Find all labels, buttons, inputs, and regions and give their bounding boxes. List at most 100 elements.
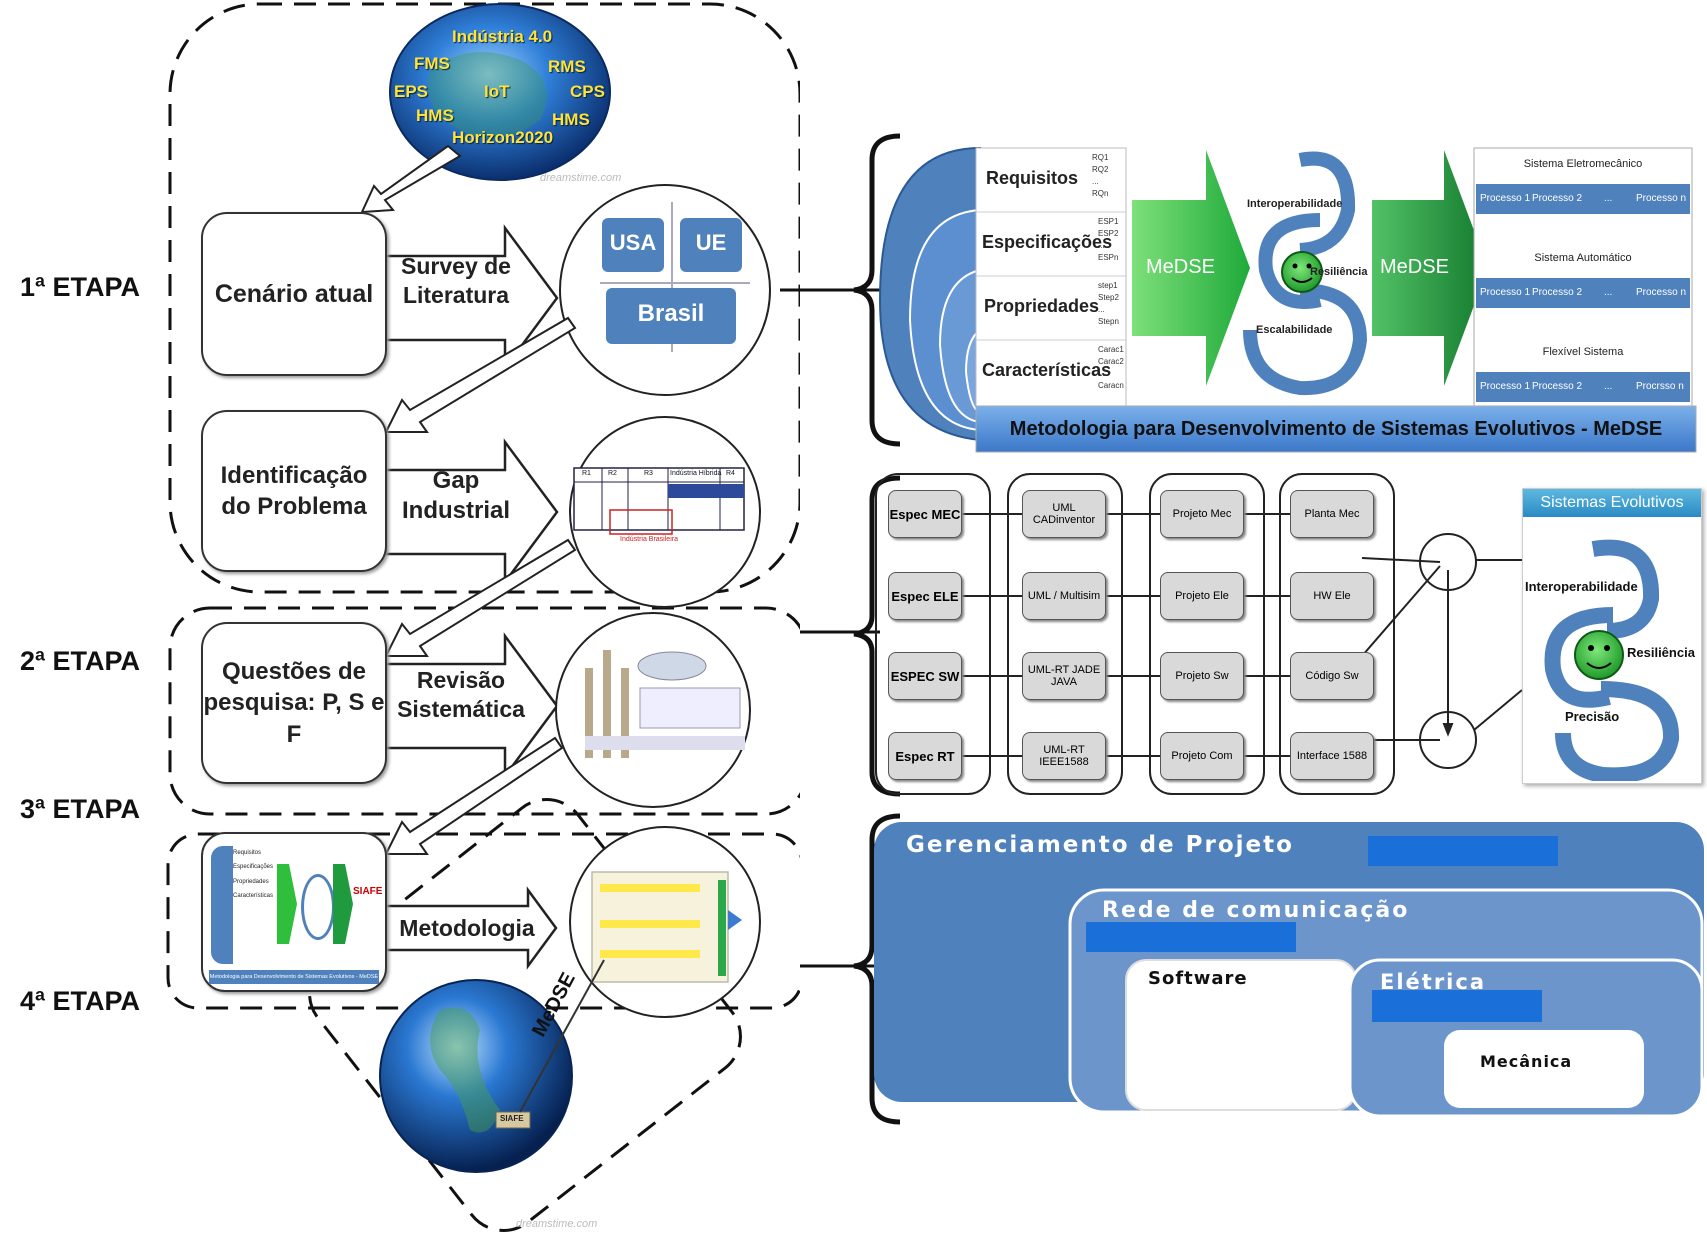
stage-2-label: 2ª ETAPA — [20, 646, 141, 676]
s2-c1: Processo 1 — [1480, 287, 1531, 298]
row-especificacoes: Especificações — [982, 232, 1113, 252]
arrow-revisao-to-metodo — [384, 736, 564, 855]
smiley-1 — [1281, 251, 1323, 293]
s1-c2: Processo 2 — [1532, 193, 1583, 204]
system-1-title: Sistema Eletromecânico — [1523, 158, 1643, 170]
espec-ele: Espec ELE — [888, 572, 962, 620]
gap-table-headers: R1 R2 R3 Indústria Híbrida R4 — [574, 470, 744, 482]
gerenciamento-label: Gerenciamento de Projeto — [906, 832, 1294, 858]
gap-h3: R3 — [644, 470, 653, 477]
bottom-watermark: dreamstime.com — [516, 1218, 598, 1230]
prop-b4: Stepn — [1098, 317, 1119, 326]
thumb-item-3: Propriedades — [233, 878, 269, 885]
revisao-label: Revisão Sistemática — [397, 667, 525, 722]
row-propriedades: Propriedades — [984, 296, 1100, 316]
term-cps: CPS — [570, 82, 605, 101]
medse-thumbnail: Requisitos Especificações Propriedades C… — [201, 832, 387, 992]
projeto-ele: Projeto Ele — [1160, 572, 1244, 620]
arrow-metodologia — [382, 886, 558, 970]
espec-rt: Espec RT — [888, 732, 962, 780]
arrow-revisao — [384, 632, 559, 780]
prop-b3: ... — [1098, 305, 1105, 314]
bottom-siafe-label: SIAFE — [500, 1114, 524, 1123]
s3-c4: Procrsso n — [1636, 381, 1684, 392]
projeto-com: Projeto Com — [1160, 732, 1244, 780]
thumb-item-2: Especificações — [233, 864, 274, 871]
uml-sw: UML-RT JADE JAVA — [1022, 652, 1106, 700]
term-iot: IoT — [484, 82, 510, 101]
espec-mec: Espec MEC — [888, 490, 962, 538]
car-b1: Carac1 — [1098, 345, 1124, 354]
gap-table-footer: Indústria Brasileira — [620, 536, 678, 543]
region-brasil: Brasil — [637, 300, 705, 327]
siafe-box — [495, 1111, 531, 1129]
esp-b3: ... — [1098, 241, 1105, 250]
panel1 — [878, 146, 1697, 453]
s3-c3: ... — [1604, 381, 1613, 392]
panel1-caption: Metodologia para Desenvolvimento de Sist… — [1009, 418, 1663, 440]
cycle-escalabilidade: Escalabilidade — [1256, 324, 1333, 336]
smiley-2 — [1574, 630, 1624, 680]
uml-rt: UML-RT IEEE1588 — [1022, 732, 1106, 780]
thumb-siafe: SIAFE — [353, 886, 383, 897]
evo-resiliencia: Resiliência — [1627, 645, 1695, 660]
panel1-caption-bar — [975, 405, 1697, 453]
s2-c4: Processo n — [1636, 287, 1687, 298]
system-3-title: Flexível Sistema — [1542, 346, 1624, 358]
sistemas-evolutivos-title: Sistemas Evolutivos — [1523, 489, 1701, 517]
gap-h4: Indústria Híbrida — [670, 470, 722, 477]
rq-b4: RQn — [1092, 189, 1109, 198]
s1-c4: Processo n — [1636, 193, 1687, 204]
esp-b2: ESP2 — [1098, 229, 1119, 238]
row-caracteristicas: Características — [982, 360, 1112, 380]
brasil-box — [606, 288, 736, 344]
term-eps: EPS — [394, 82, 429, 101]
arrow-gap-to-questoes — [384, 538, 577, 657]
medse-arrow-2 — [1372, 150, 1488, 386]
stage-1-label: 1ª ETAPA — [20, 272, 141, 302]
rq-b2: RQ2 — [1092, 165, 1109, 174]
hw-ele: HW Ele — [1290, 572, 1374, 620]
s1-c1: Processo 1 — [1480, 193, 1531, 204]
rq-b1: RQ1 — [1092, 153, 1109, 162]
left-flow-diagram — [166, 2, 800, 1232]
bracket-1 — [853, 133, 901, 447]
ue-box — [680, 218, 742, 272]
thumb-caption: Metodologia para Desenvolvimento de Sist… — [209, 970, 379, 984]
esp-b1: ESP1 — [1098, 217, 1119, 226]
medse-arrow-2-label: MeDSE — [1380, 256, 1449, 278]
projeto-mec: Projeto Mec — [1160, 490, 1244, 538]
region-usa: USA — [609, 230, 657, 255]
cycle-resiliencia: Resiliência — [1310, 266, 1368, 278]
survey-label: Survey de Literatura — [401, 253, 511, 308]
questoes-card: Questões de pesquisa: P, S e F — [201, 622, 387, 784]
row-requisitos: Requisitos — [986, 168, 1079, 188]
arrow-regions-to-identificacao — [384, 316, 577, 433]
s1-c3: ... — [1604, 193, 1613, 204]
cycle-interoperabilidade: Interoperabilidade — [1247, 198, 1343, 210]
panel3 — [874, 822, 1704, 1118]
term-rms: RMS — [548, 57, 586, 76]
evo-precisao: Precisão — [1565, 709, 1620, 724]
term-fms: FMS — [414, 54, 450, 73]
systems-table: Sistema Eletromecânico Processo 1 Proces… — [1474, 148, 1692, 406]
term-industria: Indústria 4.0 — [452, 27, 553, 46]
sistemas-evolutivos-box: Sistemas Evolutivos Interoperabilidade R… — [1522, 488, 1702, 784]
usa-box — [602, 218, 664, 272]
metodologia-label: Metodologia — [399, 915, 535, 941]
s3-c1: Processo 1 — [1480, 381, 1531, 392]
system-2-title: Sistema Automático — [1534, 252, 1632, 264]
arrow-gap — [384, 438, 559, 586]
mecanica-box — [1444, 1030, 1644, 1108]
interface-1588: Interface 1588 — [1290, 732, 1374, 780]
prop-b2: Step2 — [1098, 293, 1119, 302]
medse-line — [519, 959, 605, 1113]
stage-3-label: 3ª ETAPA — [20, 794, 141, 824]
prop-b1: step1 — [1098, 281, 1118, 290]
codigo-sw: Código Sw — [1290, 652, 1374, 700]
mecanica-label: Mecânica — [1480, 1052, 1573, 1071]
thumb-item-4: Características — [233, 893, 274, 900]
